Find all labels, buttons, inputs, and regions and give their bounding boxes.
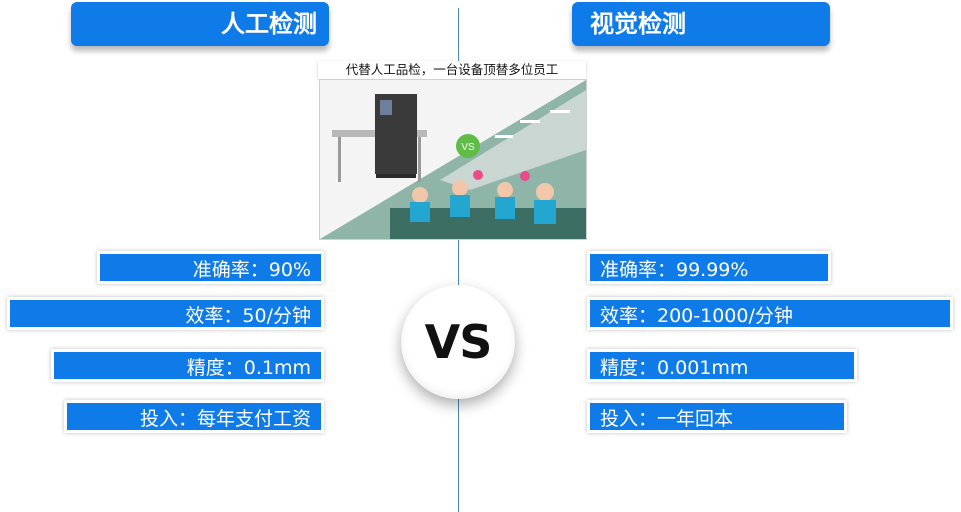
svg-text:VS: VS xyxy=(461,142,475,153)
visual-accuracy: 准确率：99.99% xyxy=(587,251,831,284)
image-caption: 代替人工品检，一台设备顶替多位员工 xyxy=(318,61,586,79)
factory-ceiling xyxy=(440,90,586,190)
vs-badge-icon: VS xyxy=(456,134,480,158)
visual-investment: 投入：一年回本 xyxy=(587,400,847,433)
visual-efficiency: 效率：200-1000/分钟 xyxy=(587,297,953,330)
manual-inspection-header: 人工检测 xyxy=(71,2,329,46)
manual-investment: 投入：每年支付工资 xyxy=(64,400,324,433)
vs-circle: VS xyxy=(401,285,515,399)
factory-background xyxy=(320,80,586,239)
workers xyxy=(390,170,586,239)
visual-inspection-header: 视觉检测 xyxy=(572,2,830,46)
comparison-photo: VS xyxy=(319,79,587,240)
center-divider-line xyxy=(458,8,459,512)
inspection-machine xyxy=(332,94,427,182)
visual-precision: 精度：0.001mm xyxy=(587,349,857,382)
manual-accuracy: 准确率：90% xyxy=(97,251,324,284)
manual-precision: 精度：0.1mm xyxy=(51,349,324,382)
ceiling-lights xyxy=(495,110,570,138)
machine-vs-workers-illustration: VS xyxy=(320,80,586,239)
manual-efficiency: 效率：50/分钟 xyxy=(7,297,324,330)
